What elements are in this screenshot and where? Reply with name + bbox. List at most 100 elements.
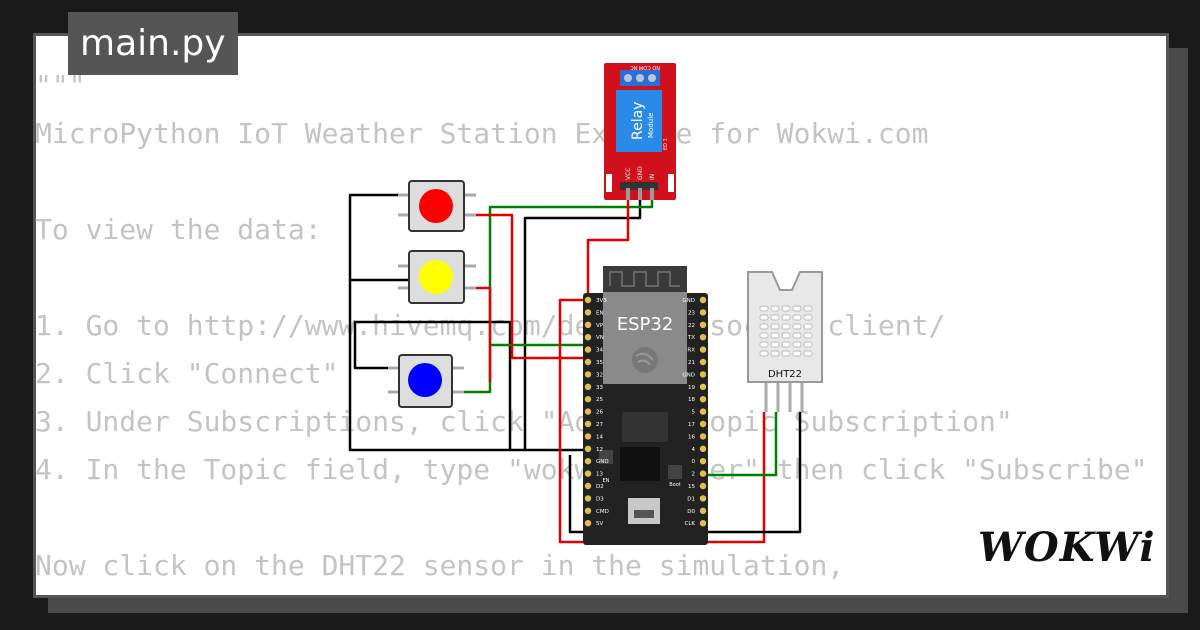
- esp32-pin[interactable]: [584, 482, 592, 490]
- vent-slot: [781, 332, 791, 339]
- esp32-pin-label: 33: [596, 385, 603, 391]
- esp32-pin[interactable]: [584, 458, 592, 465]
- esp32-pin-label: 25: [596, 397, 603, 403]
- relay-pin-label-vcc: VCC: [625, 168, 632, 180]
- esp32-pin-label: TX: [687, 335, 695, 341]
- esp32-pin[interactable]: [699, 309, 707, 316]
- esp32-pin[interactable]: [699, 507, 707, 514]
- esp32-pin[interactable]: [699, 458, 707, 465]
- esp32-pin[interactable]: [699, 321, 707, 328]
- esp32-pin[interactable]: [699, 420, 707, 428]
- esp32-pin[interactable]: [584, 507, 592, 514]
- file-tab[interactable]: main.py: [68, 12, 238, 75]
- esp32-pin[interactable]: [699, 470, 707, 477]
- pushbutton-red[interactable]: [398, 180, 476, 232]
- vent-slot: [759, 305, 769, 312]
- esp32-pin[interactable]: [584, 296, 592, 304]
- vent-slot: [792, 323, 802, 330]
- vent-slot: [803, 305, 813, 312]
- esp32-pin[interactable]: [584, 420, 592, 428]
- esp32-pin[interactable]: [584, 520, 592, 527]
- esp32-pin[interactable]: [699, 358, 707, 366]
- vent-slot: [770, 332, 780, 339]
- esp32-pin[interactable]: [584, 371, 592, 378]
- esp32-pin[interactable]: [584, 321, 592, 328]
- blue-button-cap[interactable]: [408, 363, 442, 397]
- vent-slot: [792, 332, 802, 339]
- wire-red-button-red: [464, 213, 588, 360]
- esp32-pin-label: 0: [692, 459, 696, 465]
- esp32-pin-label: 21: [688, 360, 695, 366]
- boot-button[interactable]: [668, 465, 682, 479]
- esp32-pin[interactable]: [699, 371, 707, 378]
- esp32-board[interactable]: ESP32 EN Boot 3V3ENVPVN34353233252627141…: [583, 266, 708, 545]
- esp32-pin[interactable]: [584, 408, 592, 415]
- esp32-pin[interactable]: [699, 346, 707, 353]
- esp32-pin[interactable]: [699, 482, 707, 490]
- relay-module[interactable]: Relay Module VCC GND IN NO COM NC ED 1: [604, 63, 676, 200]
- esp32-pin[interactable]: [584, 346, 592, 353]
- en-button[interactable]: [599, 450, 613, 464]
- esp32-pin[interactable]: [699, 408, 707, 415]
- code-editor[interactable]: """MicroPython IoT Weather Station Examp…: [35, 62, 1148, 590]
- pushbutton-blue[interactable]: [388, 354, 464, 408]
- wire-green-dht-data: [705, 412, 778, 477]
- esp32-pin-label: 35: [596, 360, 603, 366]
- yellow-button-cap[interactable]: [419, 260, 453, 294]
- esp32-pin-label: 27: [596, 422, 603, 428]
- esp32-pin-label: 13: [596, 472, 603, 478]
- wire-red-relay-vcc: [586, 200, 630, 296]
- esp32-pin[interactable]: [584, 334, 592, 341]
- esp32-pin[interactable]: [584, 358, 592, 366]
- esp32-pin[interactable]: [699, 495, 707, 502]
- esp32-pin[interactable]: [584, 445, 592, 452]
- esp32-pin-label: CMD: [596, 509, 609, 515]
- esp32-pin[interactable]: [699, 433, 707, 440]
- pushbutton-yellow[interactable]: [398, 250, 476, 304]
- red-button-cap[interactable]: [419, 189, 453, 223]
- esp32-pin[interactable]: [584, 383, 592, 390]
- wire-black-relay-gnd: [523, 200, 642, 450]
- vent-slot: [759, 350, 769, 357]
- relay-pin-in[interactable]: [650, 188, 654, 200]
- esp32-pin-label: 34: [596, 348, 603, 354]
- vent-slot: [781, 341, 791, 348]
- esp32-pin-label: 12: [596, 447, 603, 453]
- esp32-pin-label: 17: [688, 422, 695, 428]
- esp32-pin[interactable]: [584, 309, 592, 316]
- wokwi-logo: WOKWi: [978, 524, 1156, 571]
- relay-title: Relay: [630, 102, 646, 140]
- relay-pin-header: [620, 182, 658, 190]
- relay-subtitle: Module: [647, 113, 655, 138]
- vent-slot: [803, 350, 813, 357]
- esp32-pin[interactable]: [584, 470, 592, 477]
- esp32-pin-label: 14: [596, 434, 603, 440]
- esp32-pin[interactable]: [584, 495, 592, 502]
- vent-slot: [781, 314, 791, 321]
- esp32-pin-label: 18: [688, 397, 695, 403]
- esp32-pin[interactable]: [699, 445, 707, 452]
- esp32-pin-label: D0: [687, 509, 695, 515]
- relay-pin-label-in: IN: [649, 174, 656, 180]
- esp32-pin-label: 3V3: [596, 298, 607, 304]
- wire-green-relay-in: [462, 200, 654, 394]
- relay-pin-label-gnd: GND: [637, 166, 644, 180]
- vent-slot: [770, 350, 780, 357]
- esp32-pin-label: GND: [682, 298, 695, 304]
- wire-black-blue-left: [353, 320, 512, 450]
- dht22-sensor[interactable]: DHT22: [747, 271, 823, 412]
- relay-coil: [616, 90, 662, 152]
- esp32-pin[interactable]: [699, 334, 707, 341]
- esp32-pin[interactable]: [699, 396, 707, 403]
- esp32-pin[interactable]: [699, 296, 707, 304]
- esp32-pin[interactable]: [584, 396, 592, 403]
- esp32-pin[interactable]: [584, 433, 592, 440]
- relay-pin-vcc[interactable]: [626, 188, 630, 200]
- relay-pin-gnd[interactable]: [638, 188, 642, 200]
- vent-slot: [770, 314, 780, 321]
- wire-red-button-yellow: [464, 286, 492, 382]
- usb-uart-chip: [622, 412, 668, 442]
- esp32-pin[interactable]: [699, 520, 707, 527]
- esp32-pin[interactable]: [699, 383, 707, 390]
